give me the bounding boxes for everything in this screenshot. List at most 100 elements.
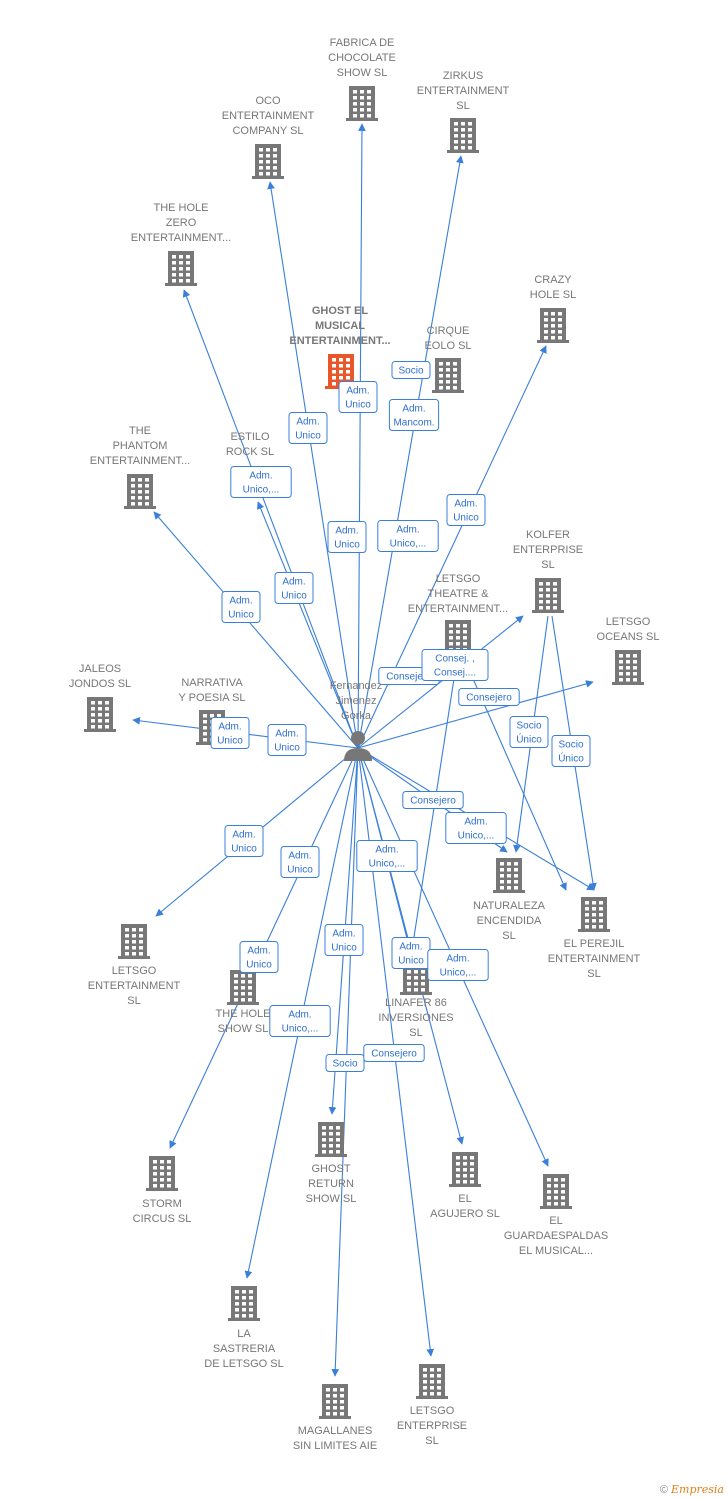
relation-label-r23[interactable]: Adm.Unico [239, 941, 279, 973]
relation-label-r10[interactable]: Adm.Unico [446, 494, 486, 526]
relation-label-r13[interactable]: Consejero [458, 688, 520, 706]
relation-label-r16[interactable]: Adm.Unico [210, 717, 250, 749]
copyright-icon: © [659, 1484, 668, 1496]
relation-label-r3[interactable]: Adm.Mancom. [388, 399, 440, 431]
company-node-phantom[interactable]: THEPHANTOMENTERTAINMENT... [90, 425, 190, 509]
building-icon [165, 251, 197, 286]
relation-label-r2[interactable]: Socio [391, 361, 431, 379]
relation-text: Unico [334, 540, 360, 551]
relation-text: Unico [274, 743, 300, 754]
brand-logo[interactable]: Empresia [671, 1483, 724, 1496]
company-label-line: FABRICA DE [330, 37, 395, 49]
relation-label-r25[interactable]: Adm.Unico [391, 937, 431, 969]
company-label-line: ENTERPRISE [397, 1420, 467, 1432]
building-icon [227, 970, 259, 1005]
company-label-line: GHOST [311, 1163, 350, 1175]
edge-oco [267, 181, 359, 749]
company-label-line: LETSGO [410, 1405, 455, 1417]
relation-label-r1[interactable]: Adm.Unico [338, 381, 378, 413]
relation-text: Adm. [402, 404, 425, 415]
company-label-line: OCO [255, 95, 281, 107]
relation-text: Adm. [218, 722, 241, 733]
relation-text: Unico [345, 400, 371, 411]
relation-text: Adm. [249, 471, 272, 482]
building-icon [578, 897, 610, 932]
relation-label-r21[interactable]: Adm.Unico [280, 846, 320, 878]
relation-label-r17[interactable]: Adm.Unico [267, 724, 307, 756]
relation-label-r22[interactable]: Adm.Unico,... [356, 840, 418, 872]
relation-label-r6[interactable]: Adm.Unico [327, 521, 367, 553]
company-label-line: ENTERTAINMENT... [90, 455, 190, 467]
building-icon [532, 578, 564, 613]
relation-label-r28[interactable]: Socio [325, 1054, 365, 1072]
person-name-line: Jimenez [336, 695, 377, 707]
company-label-line: SL [541, 559, 554, 571]
company-label-line: STORM [142, 1198, 182, 1210]
company-node-ghostmusical[interactable]: GHOST ELMUSICALENTERTAINMENT... [289, 305, 391, 389]
relation-text: Adm. [446, 954, 469, 965]
company-label-line: JONDOS SL [69, 678, 131, 690]
company-label-line: JALEOS [79, 663, 121, 675]
relation-label-r29[interactable]: Consejero [363, 1044, 425, 1062]
relation-text: Consejero [466, 693, 512, 704]
relation-text: Unico [331, 943, 357, 954]
relation-label-r8[interactable]: Adm.Unico [274, 572, 314, 604]
relation-text: Socio [332, 1059, 357, 1070]
relation-label-r7[interactable]: Adm.Unico,... [377, 520, 439, 552]
company-label-line: PHANTOM [113, 440, 168, 452]
relation-label-r24[interactable]: Adm.Unico [324, 924, 364, 956]
company-label-line: ESTILO [230, 431, 270, 443]
relation-label-r27[interactable]: Adm.Unico,... [269, 1005, 331, 1037]
relation-label-r4[interactable]: Adm.Unico [288, 412, 328, 444]
relation-label-r19[interactable]: Consejero [402, 791, 464, 809]
relation-label-r20[interactable]: Adm.Unico,... [445, 812, 507, 844]
company-label-line: SL [127, 995, 140, 1007]
relation-label-r9[interactable]: Adm.Unico [221, 591, 261, 623]
company-label-line: ZIRKUS [443, 70, 483, 82]
building-icon [319, 1384, 351, 1419]
company-node-holezero[interactable]: THE HOLEZEROENTERTAINMENT... [131, 202, 231, 286]
footer-brand: © Empresia [660, 1483, 724, 1496]
relation-label-r12[interactable]: Consej. ,Consej.... [421, 649, 489, 681]
company-label-line: LETSGO [436, 573, 481, 585]
company-label-line: THEATRE & [428, 588, 490, 600]
relation-label-r26[interactable]: Adm.Unico,... [427, 949, 489, 981]
company-label-line: RETURN [308, 1178, 354, 1190]
building-icon [432, 358, 464, 393]
building-icon [449, 1152, 481, 1187]
relation-text: Unico [398, 956, 424, 967]
relation-label-r5[interactable]: Adm.Unico,... [230, 466, 292, 498]
relation-text: Adm. [375, 845, 398, 856]
relation-text: Socio [398, 366, 423, 377]
company-label-line: MAGALLANES [298, 1425, 373, 1437]
person-icon [344, 731, 372, 761]
building-icon [315, 1122, 347, 1157]
relation-text: Unico [231, 844, 257, 855]
relation-label-r18[interactable]: Adm.Unico [224, 825, 264, 857]
company-node-jaleos[interactable]: JALEOS JONDOS SL [69, 663, 131, 732]
